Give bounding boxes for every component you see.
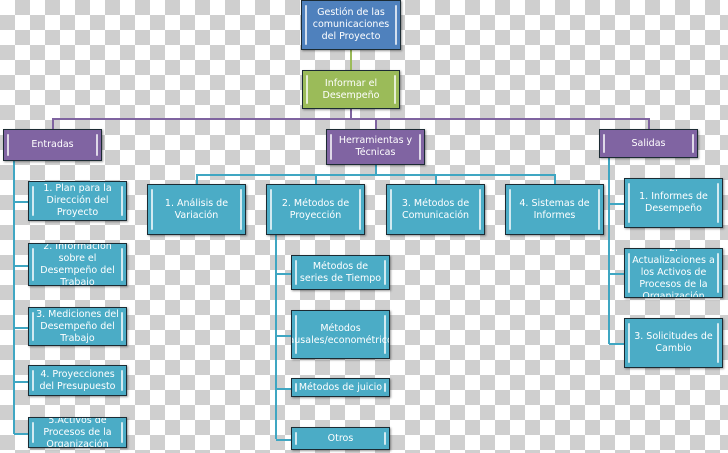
- root-node: Gestión de las comunicaciones del Proyec…: [301, 0, 401, 50]
- metodos-proyeccion-item: Otros: [291, 427, 390, 450]
- connector: [276, 388, 291, 390]
- connector: [609, 273, 624, 275]
- connector: [14, 381, 28, 383]
- connector: [14, 201, 28, 203]
- category-herramientas: Herramientas y Técnicas: [326, 129, 425, 165]
- herramientas-item: 1. Análisis de Variación: [147, 184, 246, 235]
- metodos-proyeccion-item: Métodos causales/econométricos: [291, 310, 390, 359]
- connector: [14, 327, 28, 329]
- connector: [435, 174, 437, 184]
- process-node: Informar el Desempeño: [302, 70, 400, 109]
- connector: [375, 118, 377, 130]
- salidas-item: 1. Informes de Desempeño: [624, 178, 723, 228]
- connector: [276, 273, 291, 275]
- connector: [609, 203, 624, 205]
- connector: [648, 118, 650, 130]
- connector: [52, 118, 54, 130]
- connector: [275, 235, 277, 439]
- connector: [315, 174, 317, 184]
- salidas-item: 2. Actualizaciones a los Activos de Proc…: [624, 248, 723, 298]
- metodos-proyeccion-item: Métodos de juicio: [291, 378, 390, 397]
- connector: [350, 50, 352, 70]
- herramientas-item: 4. Sistemas de Informes: [505, 184, 604, 235]
- salidas-item: 3. Solicitudes de Cambio: [624, 318, 723, 368]
- connector: [14, 265, 28, 267]
- entradas-item: 3. Mediciones del Desempeño del Trabajo: [28, 307, 127, 346]
- connector: [196, 174, 556, 176]
- connector: [276, 335, 291, 337]
- connector: [608, 158, 610, 344]
- connector: [554, 174, 556, 184]
- connector: [375, 165, 377, 175]
- entradas-item: 5.Activos de Procesos de la Organización: [28, 417, 127, 448]
- herramientas-item: 2. Métodos de Proyección: [266, 184, 365, 235]
- connector: [13, 161, 15, 434]
- entradas-item: 2. Información sobre el Desempeño del Tr…: [28, 243, 127, 286]
- entradas-item: 4. Proyecciones del Presupuesto: [28, 365, 127, 396]
- connector: [276, 439, 291, 441]
- connector: [609, 343, 624, 345]
- herramientas-item: 3. Métodos de Comunicación: [386, 184, 485, 235]
- metodos-proyeccion-item: Métodos de series de Tiempo: [291, 255, 390, 290]
- connector: [14, 433, 28, 435]
- category-salidas: Salidas: [599, 129, 698, 158]
- connector: [196, 174, 198, 184]
- entradas-item: 1. Plan para la Dirección del Proyecto: [28, 181, 127, 221]
- category-entradas: Entradas: [3, 129, 102, 161]
- connector: [52, 118, 650, 120]
- connector: [350, 109, 352, 119]
